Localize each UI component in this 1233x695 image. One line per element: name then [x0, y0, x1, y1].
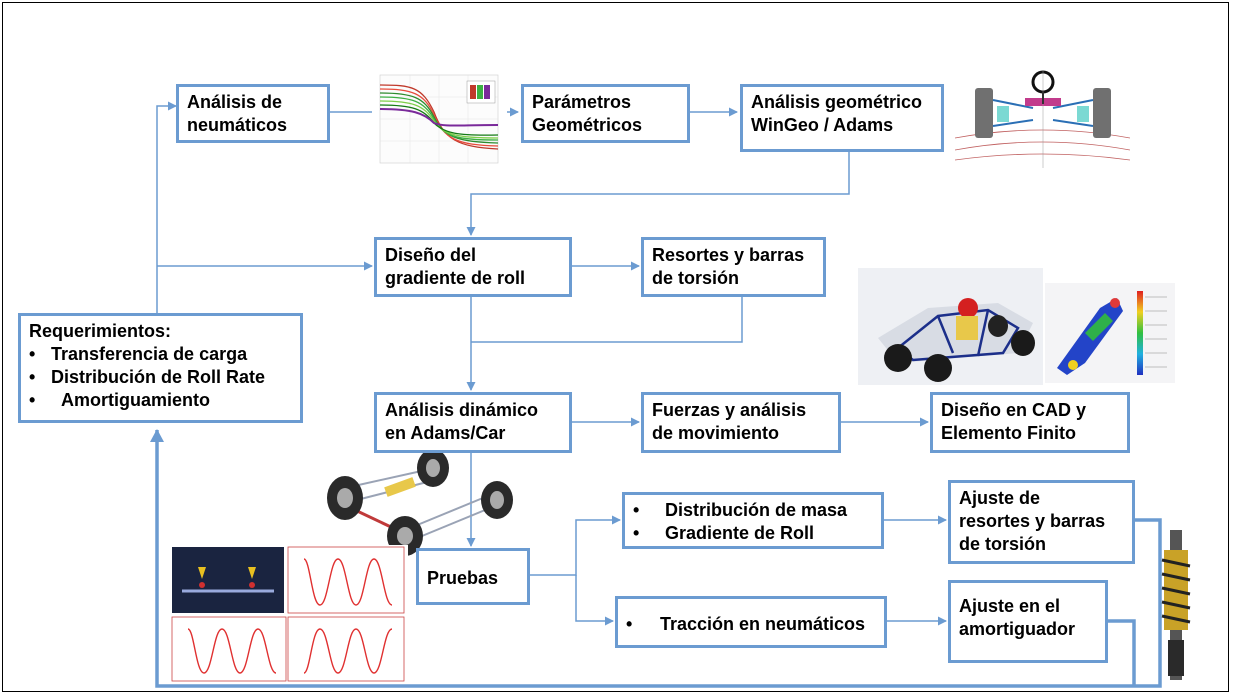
- damper-line1: Ajuste en el: [959, 596, 1061, 616]
- front-suspension-geometry-icon: [955, 60, 1130, 172]
- requirement-item: •Transferencia de carga: [29, 344, 248, 364]
- requirements-list: •Transferencia de carga •Distribución de…: [29, 343, 292, 412]
- box-springs-bars: Resortes y barras de torsión: [641, 237, 826, 297]
- requirements-title: Requerimientos:: [29, 321, 172, 341]
- feedback-loop-damper: [1108, 619, 1136, 686]
- feedback-loop-line: [150, 429, 1162, 688]
- bullet: •: [626, 614, 633, 634]
- tire-curves-chart-icon: [372, 67, 507, 175]
- requirement-item: • Amortiguamiento: [29, 390, 211, 410]
- bullet: •: [29, 344, 36, 364]
- requirement-item: •Distribución de Roll Rate: [29, 367, 266, 387]
- arrow-req-to-tires: [156, 101, 177, 313]
- box-mass-distribution: •Distribución de masa •Gradiente de Roll: [622, 492, 884, 549]
- damper-line2: amortiguador: [959, 619, 1076, 639]
- bullet: •: [633, 523, 640, 543]
- arrow-geom-to-roll: [466, 152, 850, 236]
- spring-adjust-line3: de torsión: [959, 534, 1047, 554]
- geom-params-line1: Parámetros: [532, 92, 632, 112]
- box-requirements: Requerimientos: •Transferencia de carga …: [18, 313, 303, 423]
- spring-adjust-line2: resortes y barras: [959, 511, 1106, 531]
- box-roll-gradient: Diseño del gradiente de roll: [374, 237, 572, 297]
- formula-car-cad-icon: [858, 268, 1043, 385]
- geom-analysis-line1: Análisis geométrico: [751, 92, 923, 112]
- arrow-tests-to-traction: [575, 575, 614, 626]
- mass-list: •Distribución de masa •Gradiente de Roll: [633, 499, 873, 545]
- traction-item: •Tracción en neumáticos: [626, 603, 876, 645]
- bullet: •: [29, 390, 36, 410]
- box-dynamic-analysis: Análisis dinámico en Adams/Car: [374, 392, 572, 453]
- geom-params-line2: Geométricos: [532, 115, 643, 135]
- mass-item: •Gradiente de Roll: [633, 523, 815, 543]
- springs-line2: de torsión: [652, 268, 740, 288]
- forces-line2: de movimiento: [652, 423, 780, 443]
- roll-gradient-line1: Diseño del: [385, 245, 477, 265]
- suspension-model-icon: [327, 449, 513, 556]
- arrow-tests-to-mass: [530, 515, 621, 576]
- box-tests: Pruebas: [416, 548, 530, 605]
- simulation-plots-icon: [170, 545, 408, 683]
- line-springs-feedback: [471, 297, 743, 343]
- bullet: •: [29, 367, 36, 387]
- box-damper-adjust: Ajuste en el amortiguador: [948, 580, 1108, 663]
- traction-list: •Tracción en neumáticos: [626, 603, 876, 645]
- bullet: •: [633, 500, 640, 520]
- cad-line1: Diseño en CAD y: [941, 400, 1087, 420]
- box-tire-analysis: Análisis de neumáticos: [176, 84, 330, 143]
- mass-item: •Distribución de masa: [633, 500, 848, 520]
- box-geometric-analysis: Análisis geométrico WinGeo / Adams: [740, 84, 944, 152]
- box-tire-traction: •Tracción en neumáticos: [615, 596, 887, 648]
- tire-analysis-line2: neumáticos: [187, 115, 288, 135]
- cad-line2: Elemento Finito: [941, 423, 1076, 443]
- box-geometric-params: Parámetros Geométricos: [521, 84, 690, 143]
- springs-line1: Resortes y barras: [652, 245, 805, 265]
- box-forces-motion: Fuerzas y análisis de movimiento: [641, 392, 841, 453]
- box-cad-fea: Diseño en CAD y Elemento Finito: [930, 392, 1130, 453]
- dynamic-line1: Análisis dinámico: [385, 400, 539, 420]
- geom-analysis-line2: WinGeo / Adams: [751, 115, 894, 135]
- forces-line1: Fuerzas y análisis: [652, 400, 807, 420]
- tests-label: Pruebas: [427, 568, 499, 588]
- spring-adjust-line1: Ajuste de: [959, 488, 1041, 508]
- tire-analysis-line1: Análisis de: [187, 92, 283, 112]
- coilover-shock-icon: [1161, 530, 1191, 680]
- dynamic-line2: en Adams/Car: [385, 423, 506, 443]
- roll-gradient-line2: gradiente de roll: [385, 268, 526, 288]
- fea-upright-icon: [1045, 283, 1175, 383]
- box-spring-adjust: Ajuste de resortes y barras de torsión: [948, 480, 1135, 564]
